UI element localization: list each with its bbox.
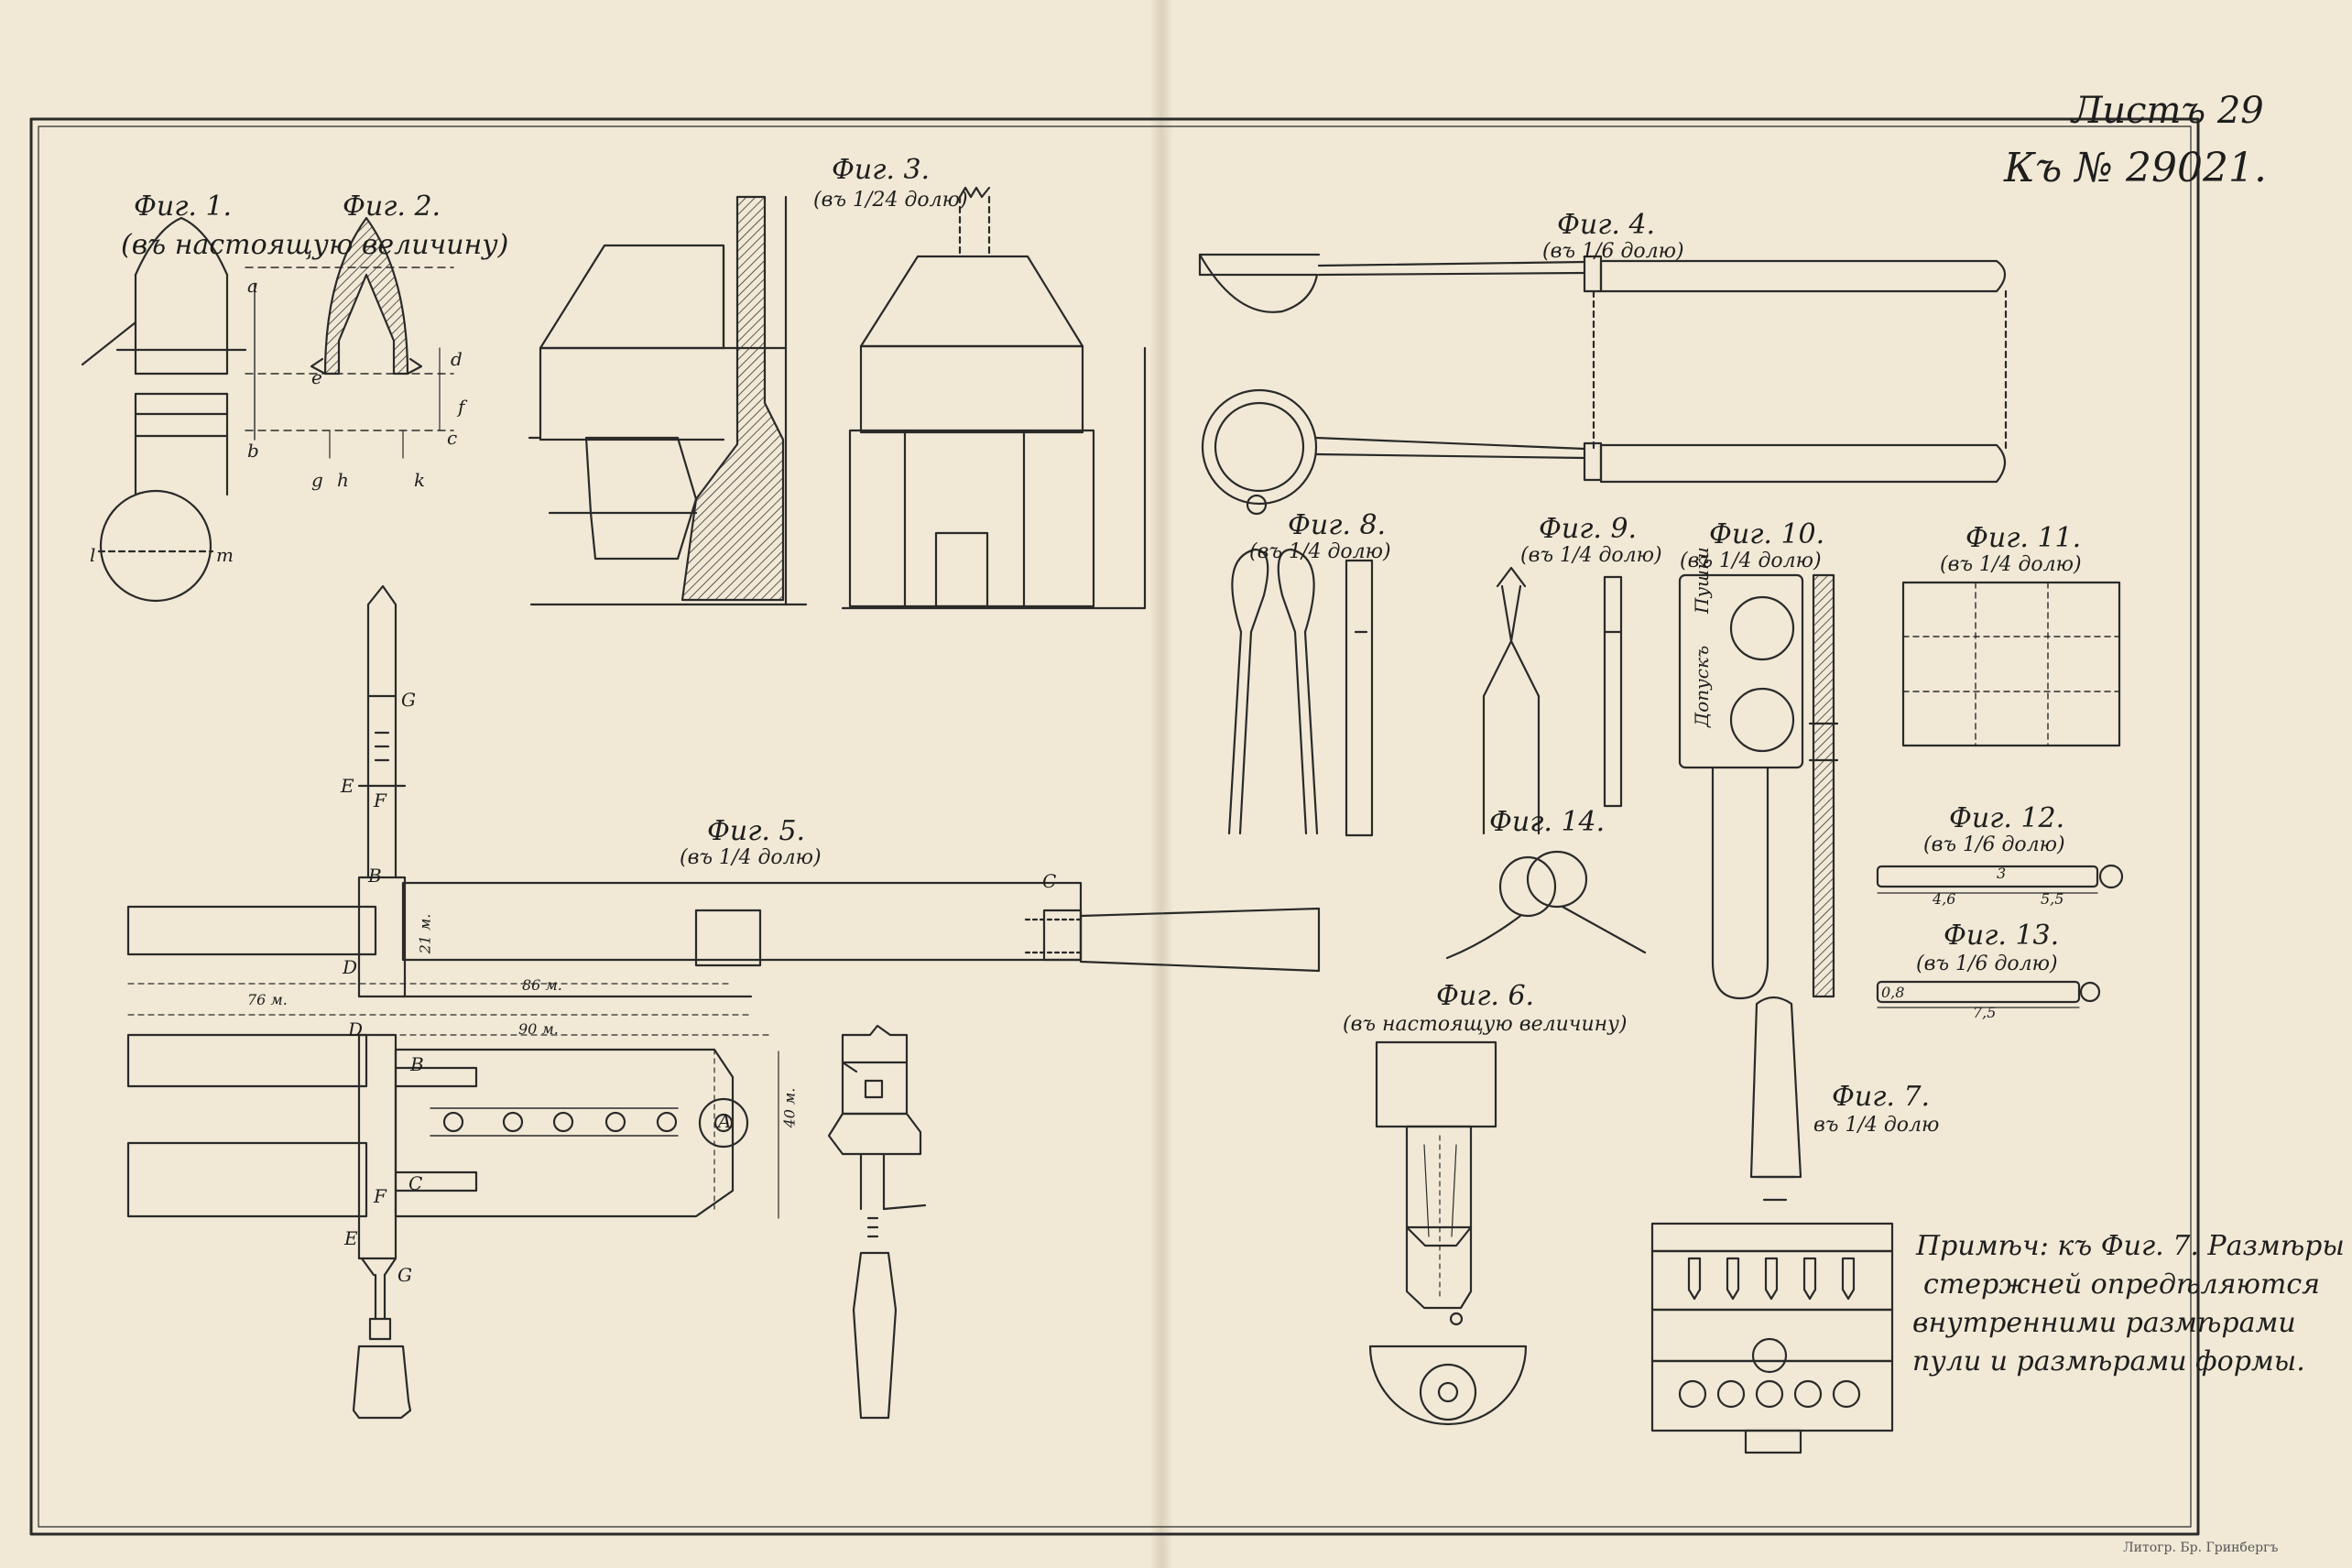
fig1-2-scale: (въ настоящую величину) [121, 229, 509, 261]
page-fold [1149, 0, 1173, 1568]
dim-7-5: 7,5 [1973, 1004, 1997, 1021]
fig11-grid-plate [1901, 581, 2121, 747]
note-line-2: стержней опредѣляются [1923, 1269, 2320, 1301]
fig3-furnace-section [528, 195, 808, 606]
technical-plate [29, 117, 2200, 1536]
letter-e: e [311, 366, 322, 388]
fig7-note: Примѣч: къ Фиг. 7. Размѣры стержней опре… [1912, 1227, 2345, 1381]
dim-4-6: 4,6 [1933, 890, 1956, 908]
fig5-title: Фиг. 5. [707, 815, 806, 847]
letter-f: f [458, 396, 465, 418]
privilege-number: Къ № 29021. [2004, 145, 2267, 191]
fig4-scale: (въ 1/6 долю) [1542, 240, 1684, 263]
letter-E-top: E [341, 775, 354, 797]
fig1-bullet [81, 216, 247, 603]
fig4-title: Фиг. 4. [1557, 209, 1656, 241]
fig12-rod [1876, 864, 2124, 894]
letter-A: A [718, 1110, 732, 1132]
lithographer-imprint: Литогр. Бр. Гринбергъ [2123, 1541, 2279, 1555]
fig1-title: Фиг. 1. [134, 191, 233, 223]
fig11-title: Фиг. 11. [1965, 522, 2082, 554]
fig14-wire-loop [1445, 850, 1647, 960]
letter-a: a [247, 275, 258, 297]
fig5-mould-elevation [126, 1033, 779, 1420]
fig3-scale: (въ 1/24 долю) [813, 189, 968, 212]
letter-d: d [451, 348, 463, 370]
fig11-scale: (въ 1/4 долю) [1940, 553, 2082, 576]
letter-B-top: B [368, 865, 382, 887]
letter-C-top: C [1042, 870, 1057, 892]
letter-m: m [216, 544, 234, 566]
fig13-rod [1876, 980, 2101, 1008]
fig2-bullet-section [245, 216, 454, 459]
letter-D-top: D [343, 956, 358, 978]
fig7-scale: въ 1/4 долю [1813, 1114, 1940, 1137]
fig7-multi-mould [1650, 996, 1894, 1454]
letter-k: k [414, 469, 426, 491]
letter-g: g [311, 469, 323, 491]
letter-D-bottom: D [348, 1018, 364, 1040]
dim-90: 90 м. [518, 1020, 559, 1038]
fig12-title: Фиг. 12. [1949, 802, 2065, 834]
note-line-3: внутренними размѣрами [1912, 1307, 2296, 1339]
dim-3: 3 [1997, 865, 2007, 882]
dim-40: 40 м. [780, 1087, 799, 1128]
letter-B-bottom: B [410, 1053, 424, 1075]
letter-G-top: G [401, 689, 416, 711]
fig5-scale: (въ 1/4 долю) [680, 846, 822, 869]
fig9-small-tongs [1482, 566, 1623, 835]
fig5-mould-plan [126, 584, 1321, 1036]
letter-l: l [90, 544, 96, 566]
letter-c: c [447, 427, 458, 449]
sheet-number: Листъ 29 [2072, 90, 2264, 132]
fig7-title: Фиг. 7. [1832, 1081, 1931, 1113]
fig8-title: Фиг. 8. [1288, 509, 1387, 541]
letter-F-bottom: F [374, 1185, 387, 1207]
fig10-gauge-plate [1678, 573, 1839, 1000]
letter-G-bottom: G [397, 1264, 412, 1286]
fig6-mould-section [1368, 1040, 1528, 1426]
fig3-furnace-elevation [841, 186, 1147, 610]
stamp-word-top: Пушки [1691, 547, 1713, 614]
letter-F-top: F [374, 789, 387, 811]
plate-border [29, 117, 2200, 1536]
fig13-scale: (въ 1/6 долю) [1916, 953, 2058, 975]
stamp-word-bottom: Допускъ [1691, 645, 1713, 727]
letter-h: h [337, 469, 349, 491]
fig14-title: Фиг. 14. [1489, 806, 1606, 838]
fig10-scale: (въ 1/4 долю) [1680, 550, 1822, 572]
dim-5-5: 5,5 [2041, 890, 2064, 908]
dim-76: 76 м. [247, 991, 288, 1008]
lithograph-sheet: Листъ 29 Къ № 29021. Фиг. 1. Фиг. 2. (въ… [29, 0, 2345, 1568]
note-line-1: Примѣч: къ Фиг. 7. Размѣры [1916, 1230, 2345, 1262]
fig13-title: Фиг. 13. [1944, 920, 2060, 952]
fig4-ladle-side [1198, 253, 2008, 451]
fig10-title: Фиг. 10. [1709, 518, 1825, 550]
fig6-title: Фиг. 6. [1436, 980, 1535, 1012]
fig4-ladle-plan [1201, 388, 2007, 516]
fig2-title: Фиг. 2. [343, 191, 441, 223]
letter-E-bottom: E [344, 1227, 358, 1249]
fig5-mould-end [827, 1024, 927, 1420]
fig3-title: Фиг. 3. [832, 154, 931, 186]
fig12-scale: (въ 1/6 долю) [1923, 833, 2065, 856]
letter-b: b [247, 440, 259, 462]
fig9-scale: (въ 1/4 долю) [1520, 544, 1662, 567]
fig6-scale: (въ настоящую величину) [1343, 1013, 1628, 1036]
dim-86: 86 м. [522, 976, 562, 994]
fig8-tongs [1227, 548, 1374, 837]
dim-21: 21 м. [416, 913, 434, 954]
letter-C-bottom: C [408, 1172, 423, 1194]
dim-0-8: 0,8 [1881, 984, 1905, 1001]
fig8-scale: (въ 1/4 долю) [1249, 540, 1391, 563]
fig9-title: Фиг. 9. [1539, 513, 1638, 545]
note-line-4: пули и размѣрами формы. [1912, 1345, 2305, 1377]
